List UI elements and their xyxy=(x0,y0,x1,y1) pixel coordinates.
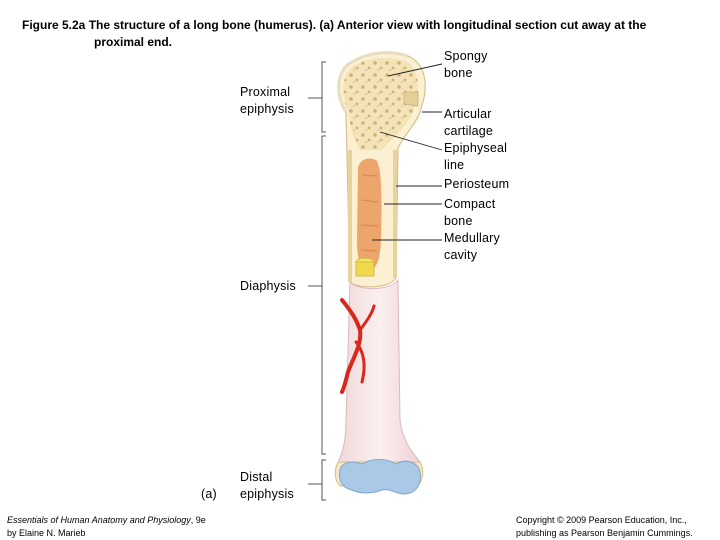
bracket-proximal-epiphysis xyxy=(308,61,326,133)
label-periosteum: Periosteum xyxy=(444,177,510,191)
footer-copyright-line1: Copyright © 2009 Pearson Education, Inc.… xyxy=(516,515,687,525)
footer-book-title: Essentials of Human Anatomy and Physiolo… xyxy=(7,515,191,525)
label-epiphyseal-line: Epiphyseal line xyxy=(444,141,508,172)
label-proximal-epiphysis: Proximal epiphysis xyxy=(240,85,294,116)
footer-book-author: by Elaine N. Marieb xyxy=(7,528,86,538)
leader-epiphyseal-line xyxy=(379,131,443,151)
medullary-cavity xyxy=(357,158,382,270)
footer-copyright: Copyright © 2009 Pearson Education, Inc.… xyxy=(516,514,693,540)
bracket-distal-epiphysis xyxy=(308,459,326,501)
footer-copyright-line2: publishing as Pearson Benjamin Cummings. xyxy=(516,528,693,538)
footer-book-credit: Essentials of Human Anatomy and Physiolo… xyxy=(7,514,206,540)
label-medullary-cavity: Medullary cavity xyxy=(444,231,500,262)
label-diaphysis: Diaphysis xyxy=(240,279,296,293)
panel-label: (a) xyxy=(201,487,217,501)
leader-spongy-bone xyxy=(387,63,443,77)
spongy-bone-region xyxy=(343,57,418,150)
articular-cartilage-rim xyxy=(337,51,409,113)
footer-book-edition: , 9e xyxy=(190,515,206,525)
figure-title-line1: Figure 5.2a The structure of a long bone… xyxy=(22,18,647,32)
distal-cartilage xyxy=(339,459,421,495)
label-spongy-bone: Spongy bone xyxy=(444,49,488,80)
artery-branch xyxy=(358,304,376,332)
bracket-diaphysis xyxy=(308,135,326,455)
artery-branch-2 xyxy=(354,340,366,384)
figure-title: Figure 5.2a The structure of a long bone… xyxy=(22,17,662,51)
artery xyxy=(340,298,363,394)
cut-cylinder-body xyxy=(355,261,375,277)
notch-cut xyxy=(403,91,419,107)
label-distal-epiphysis: Distal epiphysis xyxy=(240,470,294,501)
figure-title-line2: proximal end. xyxy=(94,35,173,49)
label-compact-bone: Compact bone xyxy=(444,197,496,228)
label-articular-cartilage: Articular cartilage xyxy=(444,107,494,138)
